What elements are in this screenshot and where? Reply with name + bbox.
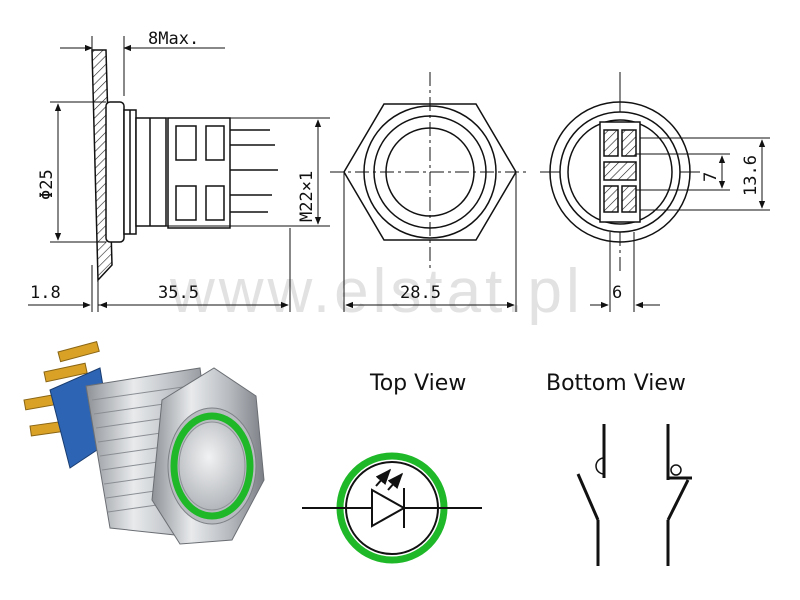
dim-terminal-span-inner: 7 [701, 172, 721, 182]
watermark-text: www.elstat.pl [169, 257, 584, 326]
bottom-view-title: Bottom View [546, 371, 686, 396]
front-view [330, 72, 530, 272]
dim-terminal-span-outer: 13.6 [741, 155, 761, 196]
dim-bezel-thickness: 8Max. [148, 29, 199, 49]
side-view-dimensions [28, 36, 330, 312]
led-ring-green [170, 412, 254, 520]
rear-view-dimensions [590, 137, 770, 312]
led-diode-icon [346, 468, 438, 528]
dim-across-flats: 28.5 [400, 283, 441, 303]
dim-thread: M22×1 [297, 171, 317, 222]
top-view-title: Top View [369, 371, 466, 396]
dim-body-length: 35.5 [158, 283, 199, 303]
front-view-dimensions [343, 172, 517, 312]
dim-flange: 1.8 [30, 283, 61, 303]
rear-view [540, 72, 700, 272]
side-view [91, 49, 278, 282]
led-symbol [302, 452, 482, 564]
dim-diameter: Φ25 [37, 169, 57, 200]
dim-terminal-pitch: 6 [612, 283, 622, 303]
switch-contact-icon [576, 424, 692, 566]
product-illustration [23, 341, 265, 545]
